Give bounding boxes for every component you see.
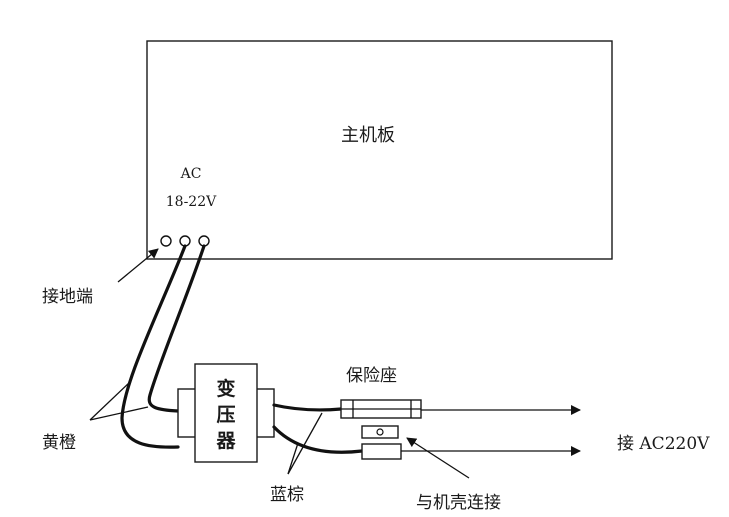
transformer-lug-left xyxy=(177,388,197,438)
chassis-lug-hole xyxy=(376,428,384,436)
connect-chassis-label: 与机壳连接 xyxy=(416,493,501,513)
yellow-orange-pointer-1 xyxy=(89,381,131,421)
orange-wire xyxy=(147,244,206,413)
transformer-char-1: 变 xyxy=(216,377,235,400)
lower-connector xyxy=(361,443,402,460)
chassis-arrow xyxy=(406,437,470,479)
transformer-lug-right xyxy=(255,388,275,438)
transformer-char-2: 压 xyxy=(216,404,235,426)
yellow-orange-label: 黄橙 xyxy=(42,433,76,453)
ground-terminal xyxy=(160,235,172,247)
yellow-orange-pointer-2 xyxy=(89,406,149,421)
ac-voltage-label: 18-22V xyxy=(166,194,217,210)
transformer-char-3: 器 xyxy=(215,430,236,452)
connect-ac220v-label: 接 AC220V xyxy=(617,434,710,454)
blue-wire xyxy=(272,425,364,454)
ground-terminal-label: 接地端 xyxy=(42,287,93,307)
transformer-box xyxy=(194,363,258,463)
ac-label: AC xyxy=(180,166,202,182)
ground-arrow xyxy=(117,248,159,283)
yellow-wire xyxy=(120,244,187,449)
blue-brown-label: 蓝棕 xyxy=(270,485,304,505)
brown-wire xyxy=(272,403,343,412)
blue-brown-pointer-1 xyxy=(287,442,299,475)
blue-brown-pointer-2 xyxy=(287,412,323,475)
fuse-holder-label: 保险座 xyxy=(346,366,397,386)
mainboard-box xyxy=(146,40,613,260)
mainboard-label: 主机板 xyxy=(341,125,395,146)
